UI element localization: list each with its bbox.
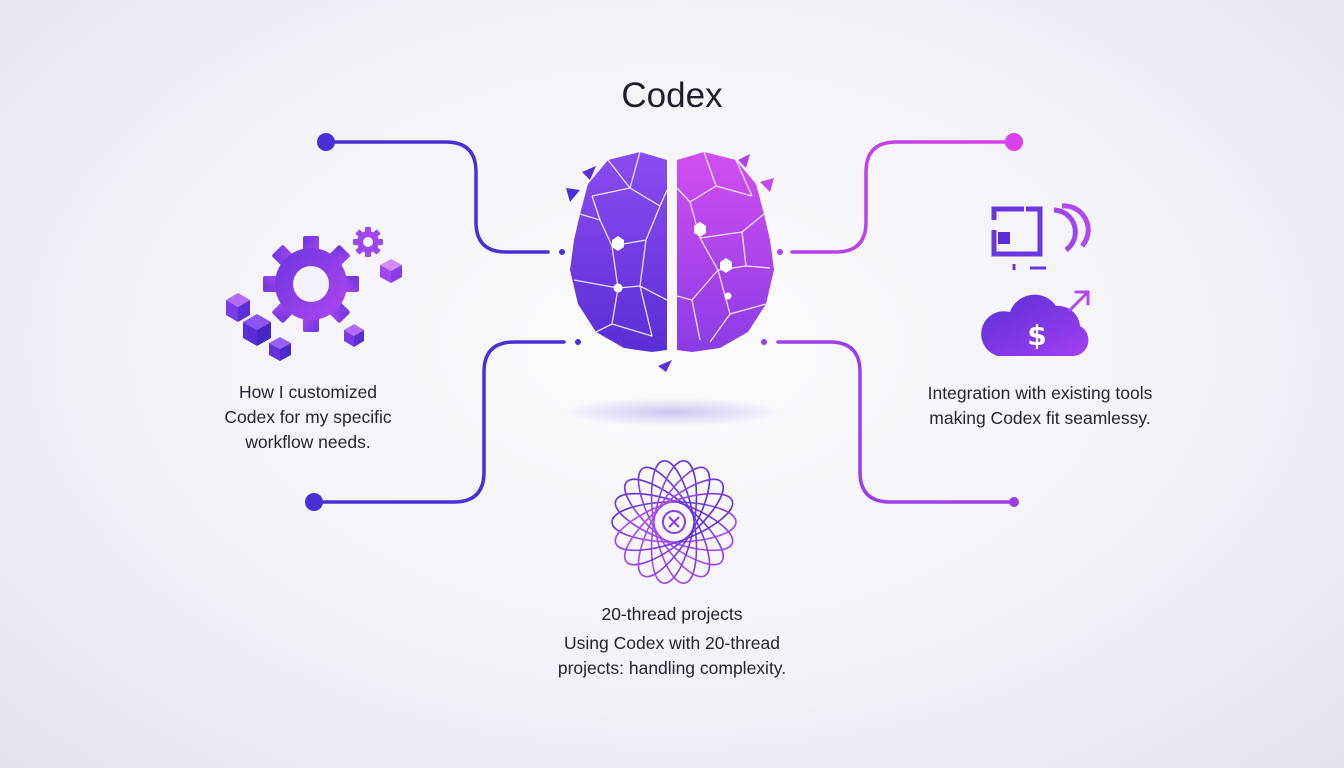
bottom-node-line: projects: handling complexity. bbox=[557, 658, 787, 678]
svg-text:$: $ bbox=[1027, 319, 1046, 352]
connector-dot-bottom-right bbox=[761, 339, 767, 345]
connector-bottom-left bbox=[312, 340, 566, 504]
left-node-line: workflow needs. bbox=[245, 432, 371, 452]
bottom-node-line: Using Codex with 20-thread bbox=[564, 633, 780, 653]
connector-endpoint-bottom-right bbox=[1009, 497, 1019, 507]
right-node-description: Integration with existing tools making C… bbox=[900, 381, 1180, 431]
connector-dot-bottom-left bbox=[575, 339, 581, 345]
brain-shadow bbox=[560, 398, 784, 426]
connector-bottom-right bbox=[776, 340, 1016, 504]
gears-icon bbox=[226, 227, 402, 361]
connector-endpoint-bottom-left bbox=[305, 493, 323, 511]
connector-dot-top-left bbox=[559, 249, 565, 255]
connector-dot-top-right bbox=[777, 249, 783, 255]
left-node-line: Codex for my specific bbox=[224, 407, 392, 427]
bottom-node-heading: 20-thread projects bbox=[601, 604, 743, 624]
connector-endpoint-top-left bbox=[317, 133, 335, 151]
left-node-description: How I customized Codex for my specific w… bbox=[190, 380, 426, 455]
cloud-dollar-icon: $ bbox=[981, 290, 1090, 356]
spirograph-flower-icon bbox=[611, 460, 737, 584]
bottom-node-description: Using Codex with 20-thread projects: han… bbox=[520, 631, 824, 681]
right-node-line: Integration with existing tools bbox=[927, 383, 1153, 403]
left-node-line: How I customized bbox=[238, 382, 378, 402]
diagram-title: Codex bbox=[621, 76, 723, 115]
connector-endpoint-top-right bbox=[1005, 133, 1023, 151]
connector-top-left bbox=[324, 140, 550, 254]
brain-icon bbox=[566, 151, 774, 372]
connector-top-right bbox=[790, 140, 1016, 254]
cube-shapes bbox=[226, 259, 402, 361]
workflow-loop-icon bbox=[991, 203, 1091, 270]
right-node-line: making Codex fit seamlessy. bbox=[929, 408, 1151, 428]
